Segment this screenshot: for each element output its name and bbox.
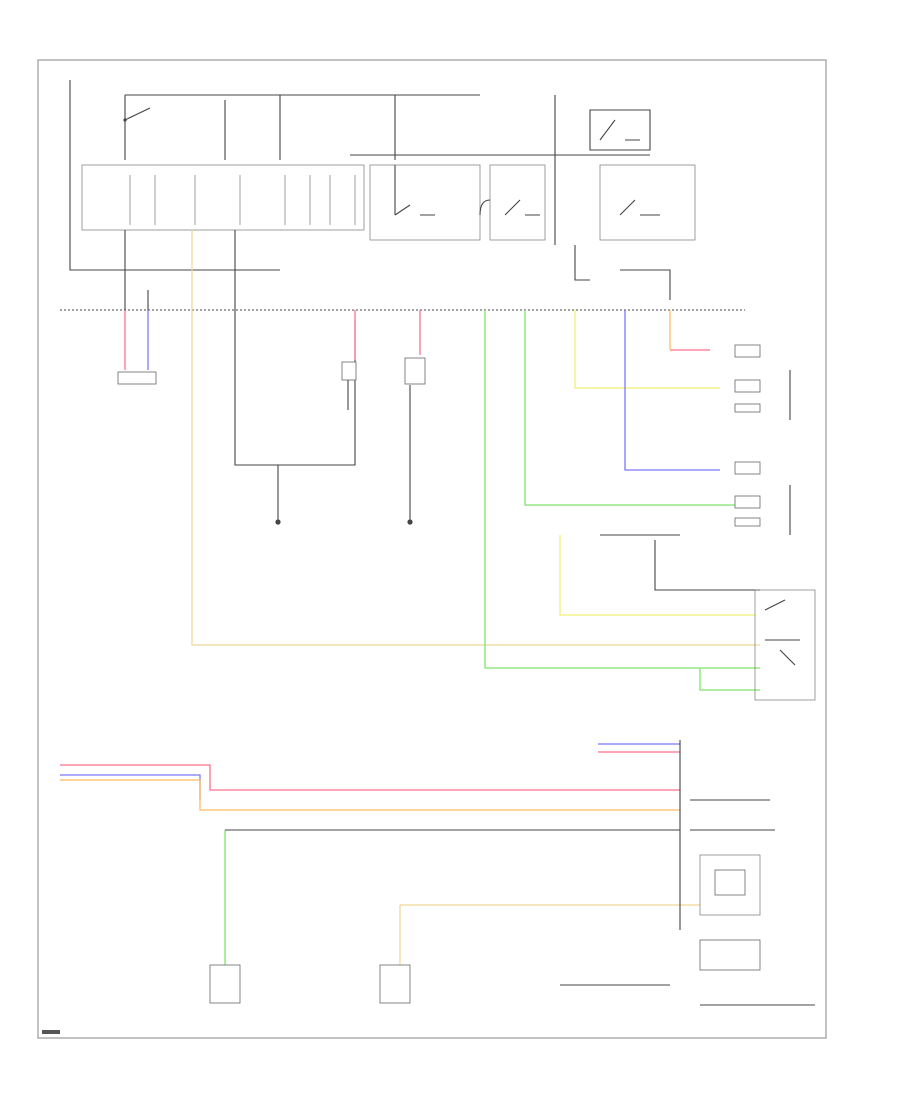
bottom-center-sensor	[379, 964, 411, 1004]
footer-marker	[42, 1030, 60, 1034]
tan-run	[191, 230, 760, 646]
ground-point-right	[407, 519, 413, 525]
green-runs	[484, 310, 760, 691]
upper-power-distribution	[60, 80, 745, 311]
left-unit-box	[117, 371, 157, 385]
diagram-frame	[37, 59, 827, 1039]
lamp-left	[341, 361, 357, 381]
ground-point-left	[275, 519, 281, 525]
lamp-right	[404, 357, 426, 385]
ground-branches	[234, 230, 426, 525]
bottom-left-sensor	[209, 964, 241, 1004]
lower-section	[60, 740, 815, 1006]
right-side-runs	[559, 310, 816, 701]
left-unit-branch	[117, 230, 157, 385]
